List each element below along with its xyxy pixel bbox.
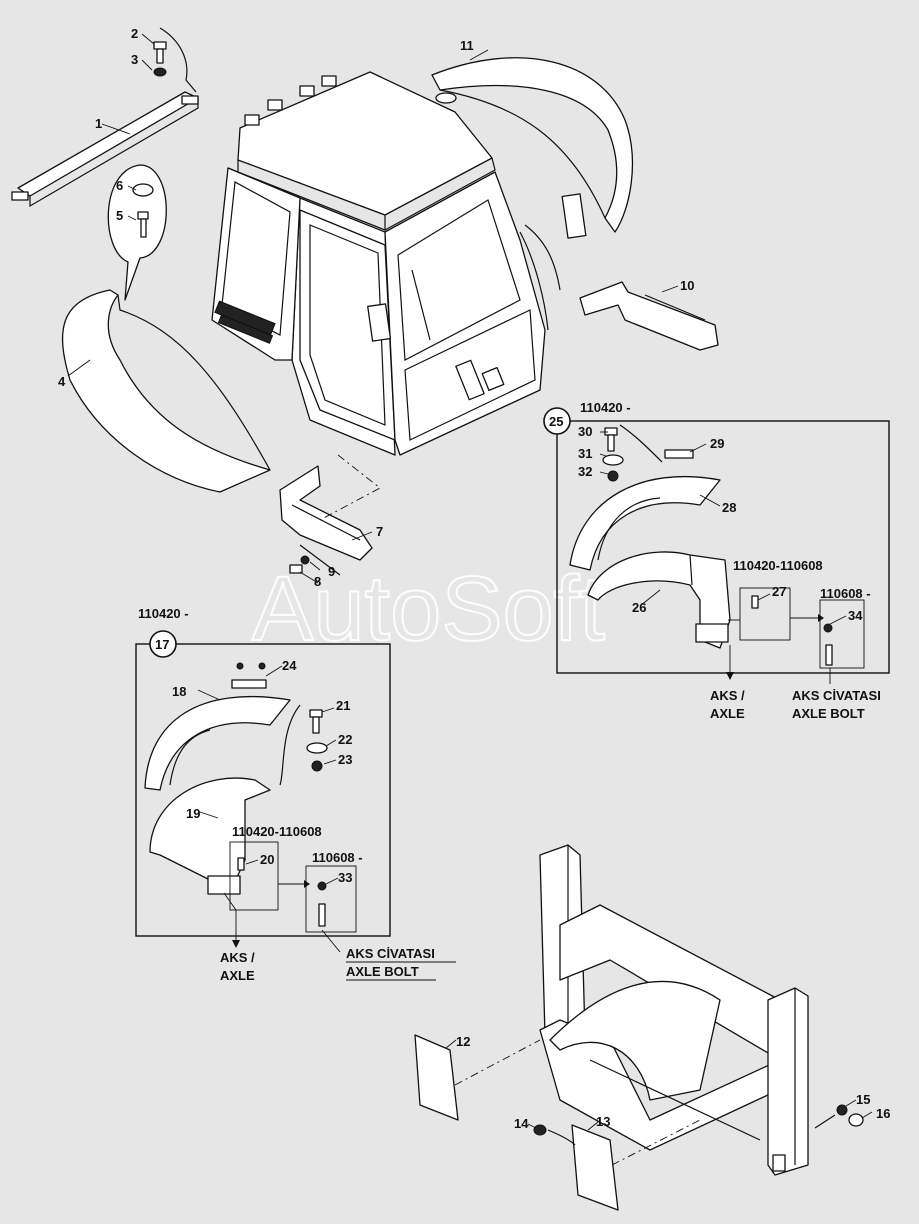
callout-33: 33: [338, 870, 352, 885]
callout-29: 29: [710, 436, 724, 451]
callout-5: 5: [116, 208, 123, 223]
part-fender-4: [61, 289, 271, 493]
note-bolt-en-left: AXLE BOLT: [346, 964, 419, 979]
callouts: 1 2 3 4 5 6 7 8 9 10 11 12 13 14 15 16 1…: [58, 26, 890, 1131]
callout-22: 22: [338, 732, 352, 747]
watermark: AutoSoft: [252, 558, 605, 660]
callout-11: 11: [460, 38, 474, 53]
serial-left-range: 110420-110608: [232, 824, 322, 839]
callout-32: 32: [578, 464, 592, 479]
callout-12: 12: [456, 1034, 470, 1049]
detail-box-17: [135, 630, 391, 937]
part-bolt-2: [153, 27, 197, 93]
detail-box-25: [543, 407, 890, 674]
callout-15: 15: [856, 1092, 870, 1107]
serial-right-from: 110420 -: [580, 400, 631, 415]
callout-14: 14: [514, 1116, 529, 1131]
note-axle-left: AXLE: [220, 968, 255, 983]
callout-34: 34: [848, 608, 863, 623]
callout-2: 2: [131, 26, 138, 41]
callout-25: 25: [549, 414, 563, 429]
callout-9: 9: [328, 564, 335, 579]
callout-8: 8: [314, 574, 321, 589]
callout-26: 26: [632, 600, 646, 615]
note-bolt-tr-right: AKS CİVATASI: [792, 688, 881, 703]
callout-24: 24: [282, 658, 297, 673]
serial-right-range: 110420-110608: [733, 558, 823, 573]
note-bolt-tr-left: AKS CİVATASI: [346, 946, 435, 961]
callout-3: 3: [131, 52, 138, 67]
callout-27: 27: [772, 584, 786, 599]
part-bolt-15-16: [814, 1104, 864, 1129]
part-bracket-7: [279, 454, 381, 576]
serial-left-after: 110608 -: [312, 850, 363, 865]
callout-6: 6: [116, 178, 123, 193]
chassis-frame: [539, 844, 809, 1176]
callout-30: 30: [578, 424, 592, 439]
cab-assembly: [211, 71, 587, 456]
callout-17: 17: [155, 637, 169, 652]
note-aks-right: AKS /: [710, 688, 745, 703]
callout-18: 18: [172, 684, 186, 699]
callout-1: 1: [95, 116, 102, 131]
serial-left-from: 110420 -: [138, 606, 189, 621]
notes: AKS / AXLE AKS CİVATASI AXLE BOLT AKS / …: [220, 688, 881, 983]
note-bolt-en-right: AXLE BOLT: [792, 706, 865, 721]
detail-bubble-5-6: [107, 164, 167, 301]
callout-31: 31: [578, 446, 592, 461]
callout-13: 13: [596, 1114, 610, 1129]
callout-10: 10: [680, 278, 694, 293]
callout-7: 7: [376, 524, 383, 539]
callout-4: 4: [58, 374, 66, 389]
leader-lines: [67, 33, 873, 1131]
callout-21: 21: [336, 698, 350, 713]
part-bracket-10: [579, 281, 719, 351]
part-plate-12: [414, 1034, 541, 1121]
part-fender-11: [431, 57, 634, 233]
serial-labels: 110420 - 110420-110608 110608 - 110420 -…: [138, 400, 871, 865]
callout-16: 16: [876, 1106, 890, 1121]
part-rail: [11, 91, 199, 208]
serial-right-after: 110608 -: [820, 586, 871, 601]
note-axle-right: AXLE: [710, 706, 745, 721]
note-aks-left: AKS /: [220, 950, 255, 965]
callout-20: 20: [260, 852, 274, 867]
callout-23: 23: [338, 752, 352, 767]
callout-28: 28: [722, 500, 736, 515]
callout-19: 19: [186, 806, 200, 821]
part-plate-13: [533, 1119, 701, 1211]
